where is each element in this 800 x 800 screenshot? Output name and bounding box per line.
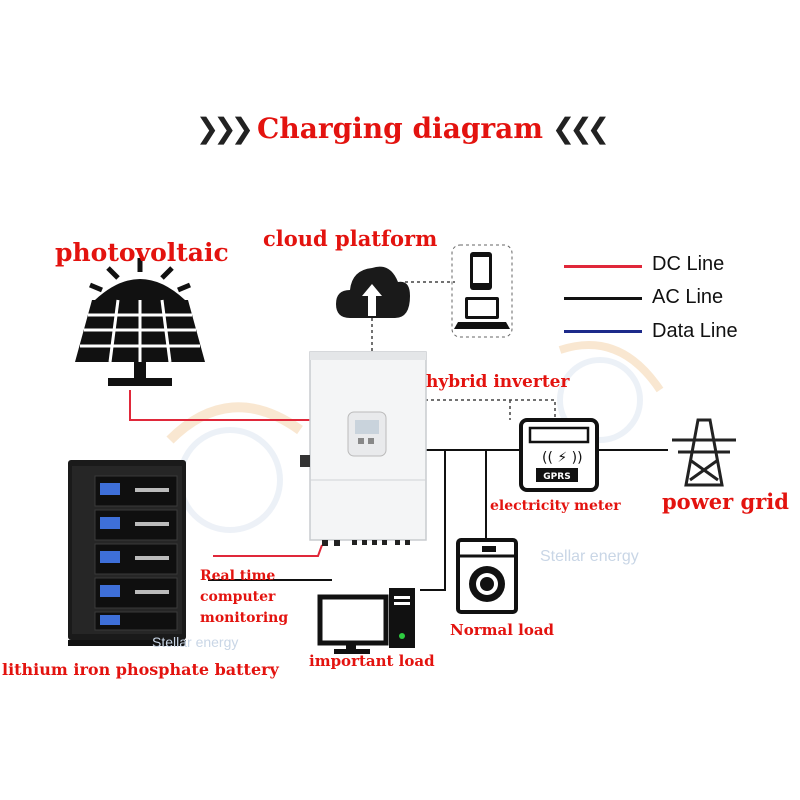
legend-label-ac: AC Line — [652, 286, 724, 308]
photovoltaic-label: photovoltaic — [55, 238, 229, 267]
legend-label-dc: DC Line — [652, 253, 725, 275]
hybrid-inverter-label: hybrid inverter — [426, 372, 570, 392]
cloud-icon — [336, 266, 410, 318]
dc-lines — [129, 390, 323, 557]
watermark-text: Stellar energy — [540, 548, 639, 565]
important-load-label: important load — [309, 652, 435, 670]
watermark-text-2: Stellar energy — [152, 634, 239, 650]
electricity-meter-label: electricity meter — [490, 498, 621, 514]
monitoring-line-3: monitoring — [200, 610, 289, 626]
legend-item-data: Data Line — [564, 320, 784, 354]
battery-label: lithium iron phosphate battery — [2, 660, 279, 679]
svg-text:(( ⚡ )): (( ⚡ )) — [542, 450, 583, 466]
legend-item-dc: DC Line — [564, 252, 784, 286]
battery-modules — [94, 475, 178, 631]
solar-panel-icon — [75, 258, 205, 386]
legend-item-ac: AC Line — [564, 286, 784, 320]
power-grid-label: power grid — [662, 489, 789, 514]
real-time-monitoring-label: Real time computer monitoring — [200, 566, 288, 629]
electricity-meter-icon: (( ⚡ )) — [519, 418, 599, 492]
title-right-arrows: ❮❮❮ — [551, 112, 610, 145]
data-lines — [371, 281, 556, 420]
legend: DC Line AC Line Data Line — [564, 252, 784, 354]
cloud-platform-label: cloud platform — [263, 226, 438, 251]
computer-icon — [317, 588, 415, 654]
legend-swatch-dc — [564, 265, 642, 268]
monitoring-line-1: Real time — [200, 568, 276, 584]
legend-label-data: Data Line — [652, 320, 738, 342]
diagram-title: ❯❯❯ Charging diagram ❮❮❮ — [0, 112, 800, 145]
legend-swatch-ac — [564, 297, 642, 300]
monitoring-devices-icon — [451, 244, 513, 338]
normal-load-label: Normal load — [450, 621, 555, 639]
power-tower-icon — [672, 418, 736, 487]
monitoring-line-2: computer — [200, 589, 276, 605]
legend-swatch-data — [564, 330, 642, 333]
hybrid-inverter-device — [300, 351, 427, 546]
washing-machine-icon — [456, 538, 518, 614]
title-text: Charging diagram — [257, 112, 543, 145]
battery-rack-icon — [68, 460, 186, 646]
meter-badge: GPRS — [543, 472, 570, 482]
title-left-arrows: ❯❯❯ — [195, 112, 254, 145]
